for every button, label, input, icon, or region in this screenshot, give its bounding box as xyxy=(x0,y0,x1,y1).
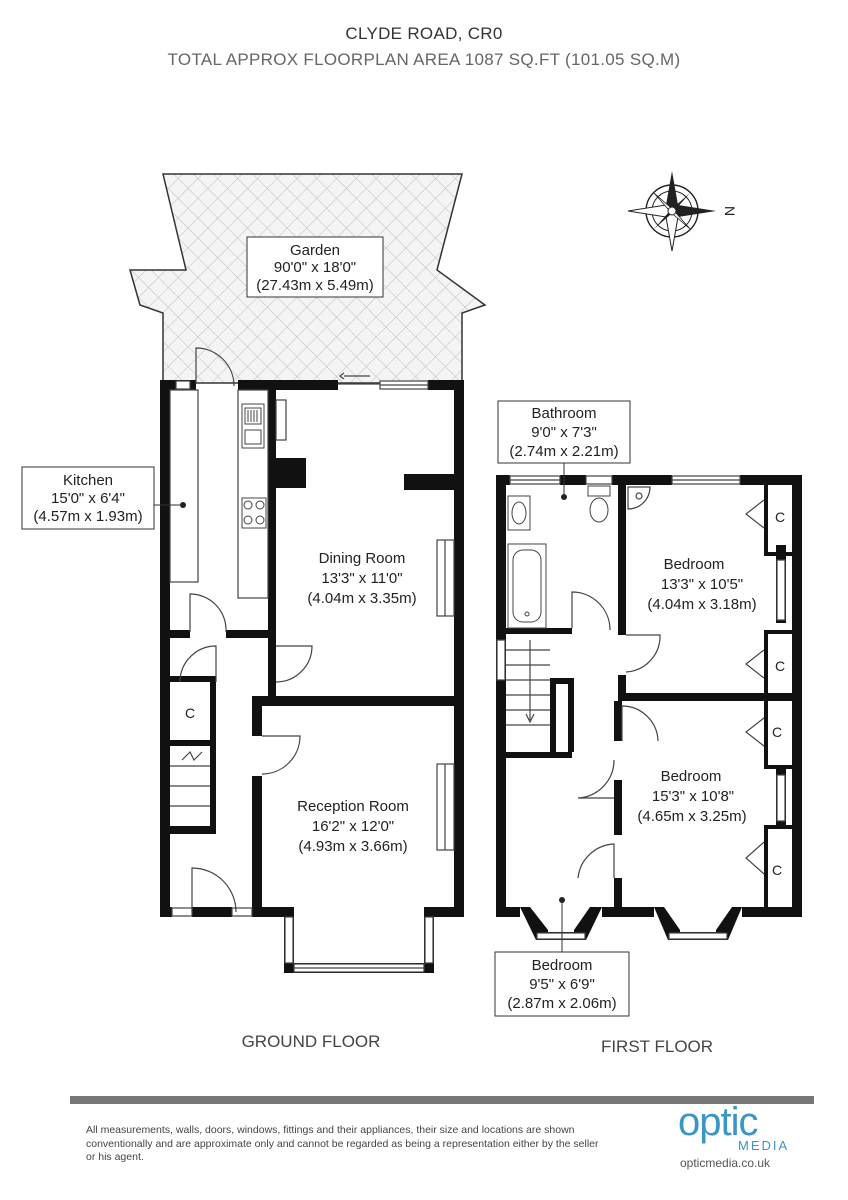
svg-text:Bathroom: Bathroom xyxy=(531,405,596,422)
svg-text:Bedroom: Bedroom xyxy=(664,556,725,573)
svg-text:16'2" x 12'0": 16'2" x 12'0" xyxy=(312,818,394,835)
svg-text:(2.74m x 2.21m): (2.74m x 2.21m) xyxy=(509,443,618,460)
ground-floor-fixtures xyxy=(169,347,455,973)
compass-icon: N xyxy=(627,171,738,252)
bath-icon xyxy=(507,543,547,629)
svg-text:(2.87m x 2.06m): (2.87m x 2.06m) xyxy=(507,995,616,1012)
reception-room-label: Reception Room 16'2" x 12'0" (4.93m x 3.… xyxy=(297,798,409,855)
svg-text:13'3" x 11'0": 13'3" x 11'0" xyxy=(321,570,402,587)
svg-text:(27.43m x 5.49m): (27.43m x 5.49m) xyxy=(256,277,374,294)
svg-text:(4.04m x 3.18m): (4.04m x 3.18m) xyxy=(647,596,756,613)
ground-cupboard-label: C xyxy=(185,705,195,721)
cupboard-label-3: C xyxy=(772,724,782,740)
logo-url[interactable]: opticmedia.co.uk xyxy=(680,1156,771,1170)
dining-room-label: Dining Room 13'3" x 11'0" (4.04m x 3.35m… xyxy=(307,550,416,607)
svg-text:(4.57m x 1.93m): (4.57m x 1.93m) xyxy=(33,508,142,525)
first-floor-walls xyxy=(496,475,802,940)
bedroom-3-label: Bedroom 9'5" x 6'9" (2.87m x 2.06m) xyxy=(494,897,630,1017)
logo-tagline: MEDIA xyxy=(738,1138,790,1153)
bedroom-2-label: Bedroom 15'3" x 10'8" (4.65m x 3.25m) xyxy=(637,768,746,825)
svg-text:Dining Room: Dining Room xyxy=(319,550,406,567)
svg-text:9'0" x 7'3": 9'0" x 7'3" xyxy=(531,424,597,441)
bathroom-label: Bathroom 9'0" x 7'3" (2.74m x 2.21m) xyxy=(497,400,631,500)
cupboard-label-1: C xyxy=(775,509,785,525)
svg-text:Reception Room: Reception Room xyxy=(297,798,409,815)
svg-text:9'5" x 6'9": 9'5" x 6'9" xyxy=(529,976,595,993)
footer-divider xyxy=(70,1096,814,1104)
logo-wordmark: optic xyxy=(678,1100,758,1144)
svg-text:13'3" x 10'5": 13'3" x 10'5" xyxy=(661,576,743,593)
cupboard-label-2: C xyxy=(775,658,785,674)
floorplan: C xyxy=(21,171,802,1056)
svg-text:Kitchen: Kitchen xyxy=(63,472,113,489)
basin-icon xyxy=(507,495,531,531)
svg-text:(4.65m x 3.25m): (4.65m x 3.25m) xyxy=(637,808,746,825)
toilet-icon xyxy=(587,485,611,523)
first-floor-fixtures xyxy=(496,475,786,940)
ground-floor-walls xyxy=(160,380,464,973)
svg-text:15'3" x 10'8": 15'3" x 10'8" xyxy=(652,788,734,805)
address-title: CLYDE ROAD, CR0 xyxy=(345,24,503,43)
compass-north-label: N xyxy=(722,206,738,216)
cupboard-label-4: C xyxy=(772,862,782,878)
hob-icon xyxy=(241,497,267,529)
svg-text:Bedroom: Bedroom xyxy=(661,768,722,785)
sink-icon xyxy=(241,403,265,449)
garden-label: Garden 90'0" x 18'0" (27.43m x 5.49m) xyxy=(246,236,384,298)
kitchen-label: Kitchen 15'0" x 6'4" (4.57m x 1.93m) xyxy=(21,466,186,530)
svg-text:Garden: Garden xyxy=(290,242,340,259)
first-floor-label: FIRST FLOOR xyxy=(601,1037,713,1056)
svg-text:Bedroom: Bedroom xyxy=(532,957,593,974)
disclaimer: All measurements, walls, doors, windows,… xyxy=(86,1124,599,1163)
svg-text:(4.04m x 3.35m): (4.04m x 3.35m) xyxy=(307,590,416,607)
svg-text:15'0" x 6'4": 15'0" x 6'4" xyxy=(51,490,125,507)
optic-media-logo: optic MEDIA opticmedia.co.uk xyxy=(676,1100,796,1174)
floorplan-area: TOTAL APPROX FLOORPLAN AREA 1087 SQ.FT (… xyxy=(167,50,681,69)
svg-text:90'0" x 18'0": 90'0" x 18'0" xyxy=(274,259,356,276)
ground-floor-label: GROUND FLOOR xyxy=(242,1032,381,1051)
bedroom-1-label: Bedroom 13'3" x 10'5" (4.04m x 3.18m) xyxy=(647,556,756,613)
svg-text:(4.93m x 3.66m): (4.93m x 3.66m) xyxy=(298,838,407,855)
